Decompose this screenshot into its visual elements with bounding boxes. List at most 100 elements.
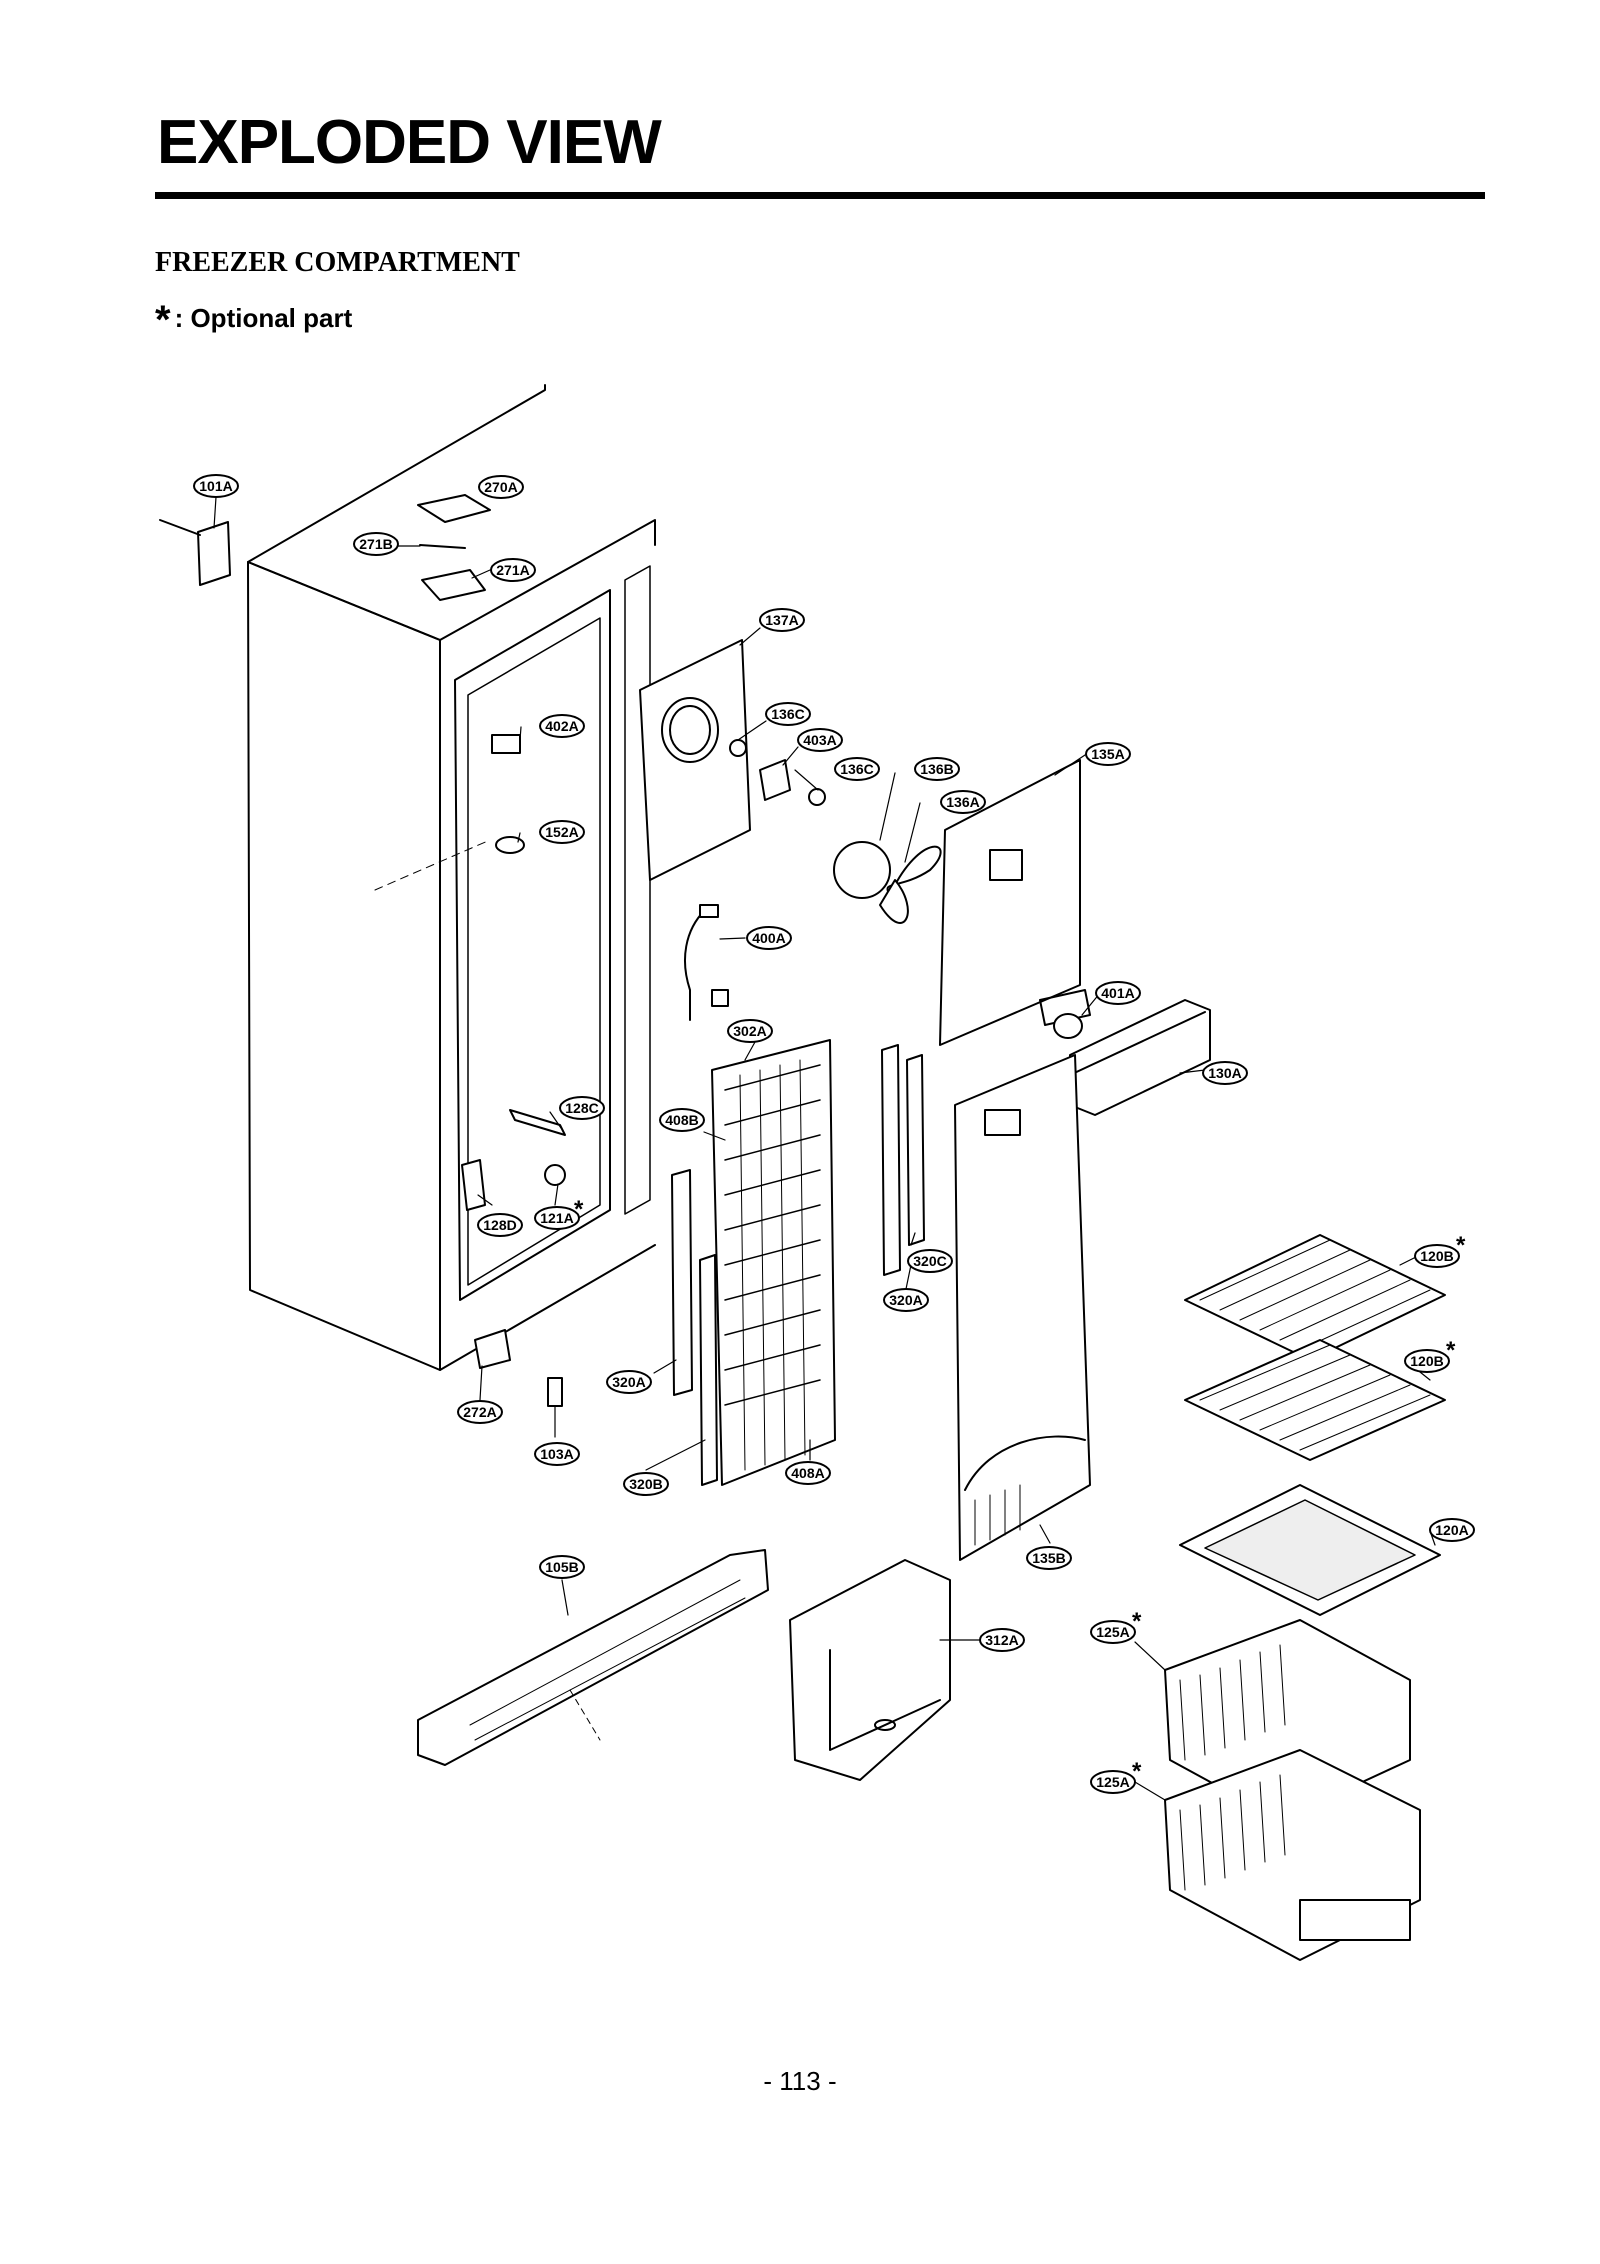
- svg-text:136C: 136C: [840, 761, 873, 777]
- title-rule: [155, 192, 1485, 199]
- callout-135A: 135A: [1085, 742, 1131, 766]
- section-heading: FREEZER COMPARTMENT: [155, 247, 520, 278]
- evaporator: [711, 1039, 836, 1486]
- svg-text:128D: 128D: [483, 1217, 516, 1233]
- callout-408A: 408A: [785, 1461, 831, 1485]
- evaporator-cover-lower: [954, 1054, 1091, 1561]
- optional-mark-120B: *: [1456, 1232, 1466, 1259]
- svg-text:128C: 128C: [565, 1100, 598, 1116]
- callout-136B: 136B: [914, 757, 960, 781]
- svg-text:135B: 135B: [1032, 1550, 1065, 1566]
- fan-shroud: [639, 639, 942, 924]
- svg-text:121A: 121A: [540, 1210, 573, 1226]
- optional-legend: *: Optional part: [155, 298, 352, 343]
- svg-text:320B: 320B: [629, 1476, 662, 1492]
- callout-125A: 125A: [1090, 1620, 1136, 1644]
- svg-text:320C: 320C: [913, 1253, 946, 1269]
- callout-128C: 128C: [559, 1096, 605, 1120]
- callout-401A: 401A: [1095, 981, 1141, 1005]
- callout-320A: 320A: [883, 1288, 929, 1312]
- callout-271A: 271A: [490, 558, 536, 582]
- svg-text:130A: 130A: [1208, 1065, 1241, 1081]
- svg-text:101A: 101A: [199, 478, 232, 494]
- svg-text:272A: 272A: [463, 1404, 496, 1420]
- callout-408B: 408B: [659, 1108, 705, 1132]
- svg-text:136C: 136C: [771, 706, 804, 722]
- callout-120B: 120B: [1414, 1244, 1460, 1268]
- svg-text:125A: 125A: [1096, 1624, 1129, 1640]
- svg-text:400A: 400A: [752, 930, 785, 946]
- callout-130A: 130A: [1202, 1061, 1248, 1085]
- evaporator-cover-upper: [939, 759, 1091, 1046]
- svg-text:136A: 136A: [946, 794, 979, 810]
- insulation-strips: [671, 1044, 925, 1486]
- callout-312A: 312A: [979, 1628, 1025, 1652]
- callout-120B: 120B: [1404, 1349, 1450, 1373]
- optional-mark-125A: *: [1132, 1758, 1142, 1785]
- optional-mark-120B: *: [1446, 1337, 1456, 1364]
- svg-text:105B: 105B: [545, 1559, 578, 1575]
- svg-text:270A: 270A: [484, 479, 517, 495]
- callout-320A: 320A: [606, 1370, 652, 1394]
- callout-128D: 128D: [477, 1213, 523, 1237]
- wire-shelves: [1184, 1234, 1446, 1461]
- callout-302A: 302A: [727, 1019, 773, 1043]
- optional-mark-121A: *: [574, 1196, 584, 1223]
- callout-136C: 136C: [834, 757, 880, 781]
- drip-tray: [789, 1559, 951, 1781]
- svg-text:137A: 137A: [765, 612, 798, 628]
- leader-lines: [213, 486, 1436, 1801]
- callout-136C: 136C: [765, 702, 811, 726]
- callout-152A: 152A: [539, 820, 585, 844]
- optional-legend-text: : Optional part: [174, 303, 353, 333]
- glass-shelf: [1179, 1484, 1441, 1616]
- svg-text:271B: 271B: [359, 536, 392, 552]
- svg-text:320A: 320A: [889, 1292, 922, 1308]
- svg-text:320A: 320A: [612, 1374, 645, 1390]
- part-callouts: 101A 270A 271B 271A 137A 136C 403A 136C …: [193, 474, 1475, 1794]
- callout-272A: 272A: [457, 1400, 503, 1424]
- callout-137A: 137A: [759, 608, 805, 632]
- page-title: EXPLODED VIEW: [157, 108, 662, 177]
- svg-text:125A: 125A: [1096, 1774, 1129, 1790]
- svg-text:135A: 135A: [1091, 746, 1124, 762]
- wire-baskets: [1164, 1619, 1421, 1961]
- svg-text:136B: 136B: [920, 761, 953, 777]
- svg-text:120B: 120B: [1420, 1248, 1453, 1264]
- callout-101A: 101A: [193, 474, 239, 498]
- drain-duct: [417, 1549, 769, 1766]
- svg-text:103A: 103A: [540, 1446, 573, 1462]
- optional-markers: * * * * *: [574, 1196, 1466, 1785]
- svg-text:408A: 408A: [791, 1465, 824, 1481]
- callout-135B: 135B: [1026, 1546, 1072, 1570]
- callout-120A: 120A: [1429, 1518, 1475, 1542]
- page-number: - 113 -: [763, 2066, 837, 2096]
- callout-403A: 403A: [797, 728, 843, 752]
- callout-103A: 103A: [534, 1442, 580, 1466]
- callout-105B: 105B: [539, 1555, 585, 1579]
- callout-270A: 270A: [478, 475, 524, 499]
- callout-136A: 136A: [940, 790, 986, 814]
- svg-text:408B: 408B: [665, 1112, 698, 1128]
- callout-402A: 402A: [539, 714, 585, 738]
- freezer-cabinet: [159, 384, 656, 1407]
- svg-text:312A: 312A: [985, 1632, 1018, 1648]
- callout-320C: 320C: [907, 1249, 953, 1273]
- optional-mark-125A: *: [1132, 1608, 1142, 1635]
- callout-121A: 121A: [534, 1206, 580, 1230]
- callout-271B: 271B: [353, 532, 399, 556]
- callout-320B: 320B: [623, 1472, 669, 1496]
- svg-text:402A: 402A: [545, 718, 578, 734]
- optional-symbol: *: [155, 298, 171, 342]
- svg-text:271A: 271A: [496, 562, 529, 578]
- svg-text:302A: 302A: [733, 1023, 766, 1039]
- svg-text:401A: 401A: [1101, 985, 1134, 1001]
- svg-text:152A: 152A: [545, 824, 578, 840]
- svg-text:403A: 403A: [803, 732, 836, 748]
- wire-harness: [684, 904, 729, 1021]
- callout-400A: 400A: [746, 926, 792, 950]
- svg-text:120B: 120B: [1410, 1353, 1443, 1369]
- svg-text:120A: 120A: [1435, 1522, 1468, 1538]
